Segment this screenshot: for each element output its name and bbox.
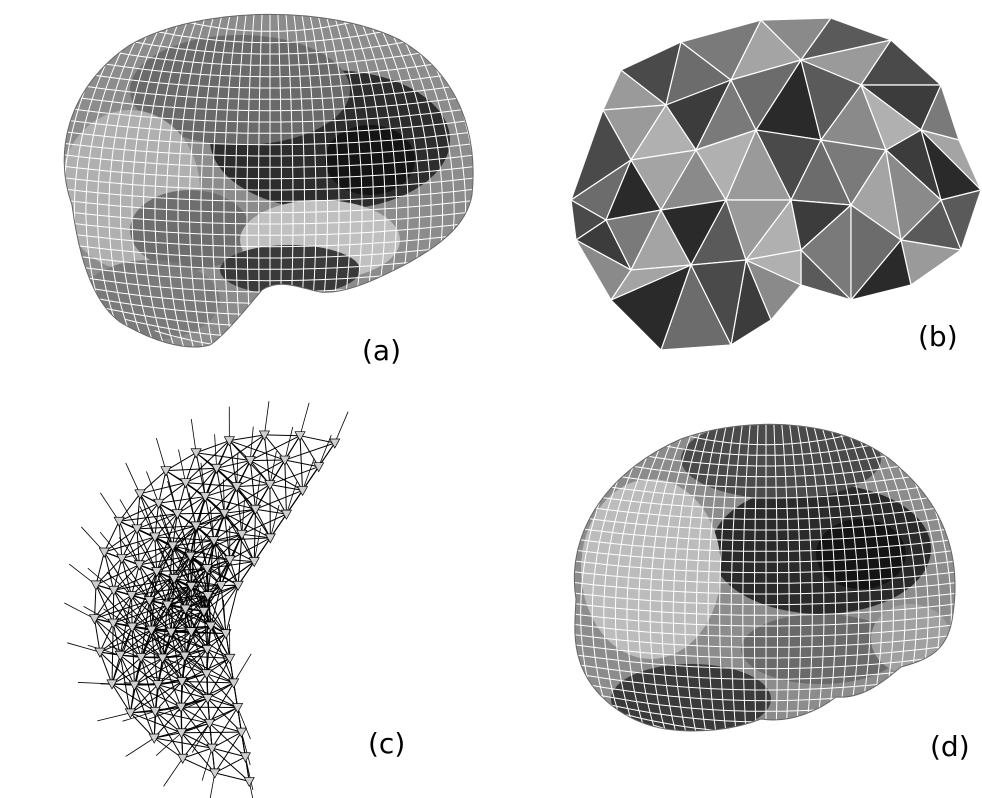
panel-c-label: (c) — [368, 727, 406, 760]
mesh-d-figure — [573, 423, 956, 732]
panel-a — [0, 0, 491, 399]
wireframe-c-figure — [64, 401, 349, 798]
panel-a-label: (a) — [362, 334, 402, 367]
mesh-a-figure — [63, 13, 474, 348]
panel-b-label: (b) — [918, 320, 958, 353]
panel-c — [0, 399, 491, 798]
panel-d — [491, 399, 982, 798]
panel-b — [491, 0, 982, 399]
panel-d-label: (d) — [930, 730, 970, 763]
mesh-b-figure — [569, 17, 982, 352]
